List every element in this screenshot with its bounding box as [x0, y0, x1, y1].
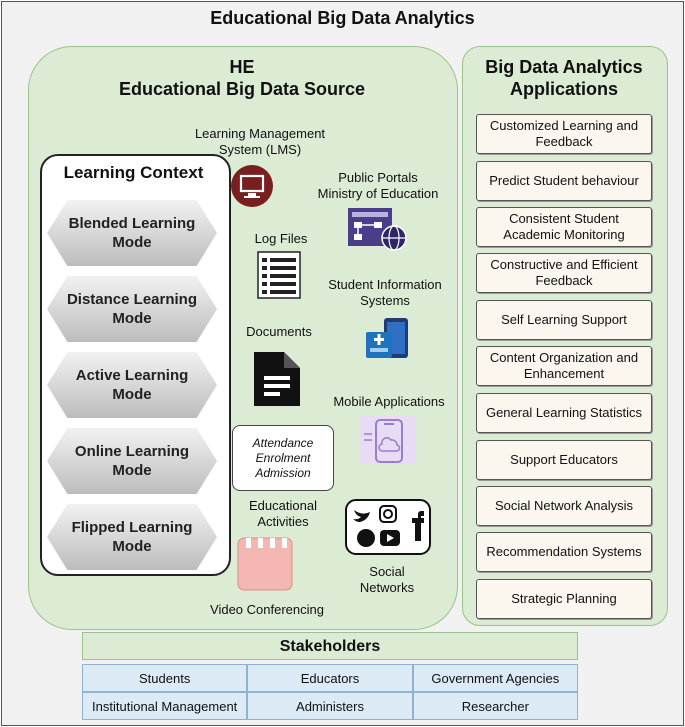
social-networks-line2: Networks [359, 580, 415, 595]
sis-label: Student Information Systems [318, 277, 452, 309]
educational-activities-line1: Educational [249, 498, 317, 513]
portal-label: Public Portals Ministry of Education [308, 170, 448, 202]
mode-label: Distance Learning [66, 291, 198, 308]
database-icon [366, 318, 408, 358]
mode-label: Mode [112, 310, 152, 327]
stakeholders-grid: Students Educators Government Agencies I… [82, 664, 578, 720]
stakeholder-cell: Educators [247, 664, 413, 692]
applications-title-line1: Big Data Analytics [485, 57, 643, 77]
stakeholder-cell: Institutional Management [82, 692, 248, 720]
social-networks-line1: Social [369, 564, 405, 579]
applications-title: Big Data Analytics Applications [462, 56, 666, 100]
stakeholder-cell: Students [82, 664, 248, 692]
application-item: Self Learning Support [476, 300, 652, 340]
application-item: Social Network Analysis [476, 486, 652, 526]
learning-context-title: Learning Context [63, 163, 204, 182]
admission-text: Admission [255, 465, 311, 480]
application-item: General Learning Statistics [476, 393, 652, 433]
portal-label-line2: Ministry of Education [317, 186, 439, 201]
sis-label-line1: Student Information [328, 277, 442, 292]
documents-label: Documents [246, 324, 312, 339]
network-portal-icon [348, 208, 407, 251]
application-item: Constructive and Efficient Feedback [476, 253, 652, 293]
social-networks-label: Social Networks [344, 564, 430, 596]
mode-label: Online Learning [74, 443, 190, 460]
he-title-line1: HE [229, 57, 255, 77]
stakeholder-cell: Government Agencies [412, 664, 578, 692]
mode-label: Mode [112, 538, 152, 555]
application-item: Strategic Planning [476, 579, 652, 619]
mode-label: Active Learning [75, 367, 189, 384]
monitor-icon [231, 165, 273, 207]
portal-label-line1: Public Portals [338, 170, 418, 185]
enrolment-text: Enrolment [255, 450, 311, 465]
stakeholder-cell: Administers [247, 692, 413, 720]
mobile-label: Mobile Applications [333, 394, 445, 409]
he-source-title: HE Educational Big Data Source [28, 56, 456, 100]
application-item: Recommendation Systems [476, 532, 652, 572]
attendance-box: Attendance Enrolment Admission [232, 425, 334, 491]
mode-label: Mode [112, 386, 152, 403]
document-icon [254, 352, 300, 406]
he-title-line2: Educational Big Data Source [118, 79, 366, 99]
application-item: Predict Student behaviour [476, 161, 652, 201]
stakeholders-header: Stakeholders [82, 632, 578, 660]
log-list-icon [257, 251, 301, 299]
mode-label: Mode [112, 462, 152, 479]
sis-label-line2: Systems [360, 293, 410, 308]
social-media-icon [345, 499, 431, 555]
diagram-title: Educational Big Data Analytics [210, 8, 475, 28]
video-conferencing-label: Video Conferencing [210, 602, 324, 617]
lms-label: Learning Management System (LMS) [180, 126, 340, 158]
application-item: Customized Learning and Feedback [476, 114, 652, 154]
application-item: Consistent Student Academic Monitoring [476, 207, 652, 247]
stakeholder-cell: Researcher [412, 692, 578, 720]
lms-label-line2: System (LMS) [218, 142, 302, 157]
educational-activities-line2: Activities [257, 514, 309, 529]
lms-label-line1: Learning Management [194, 126, 326, 141]
application-item: Content Organization and Enhancement [476, 346, 652, 386]
mode-label: Mode [112, 234, 152, 251]
educational-activities-label: Educational Activities [236, 498, 330, 530]
logfiles-label: Log Files [254, 231, 308, 246]
video-clapperboard-icon [237, 537, 293, 591]
mode-label: Flipped Learning [71, 519, 193, 536]
mode-label: Blended Learning [68, 215, 196, 232]
mobile-app-icon [360, 416, 416, 464]
application-item: Support Educators [476, 440, 652, 480]
attendance-text: Attendance [252, 435, 314, 450]
applications-title-line2: Applications [509, 79, 618, 99]
